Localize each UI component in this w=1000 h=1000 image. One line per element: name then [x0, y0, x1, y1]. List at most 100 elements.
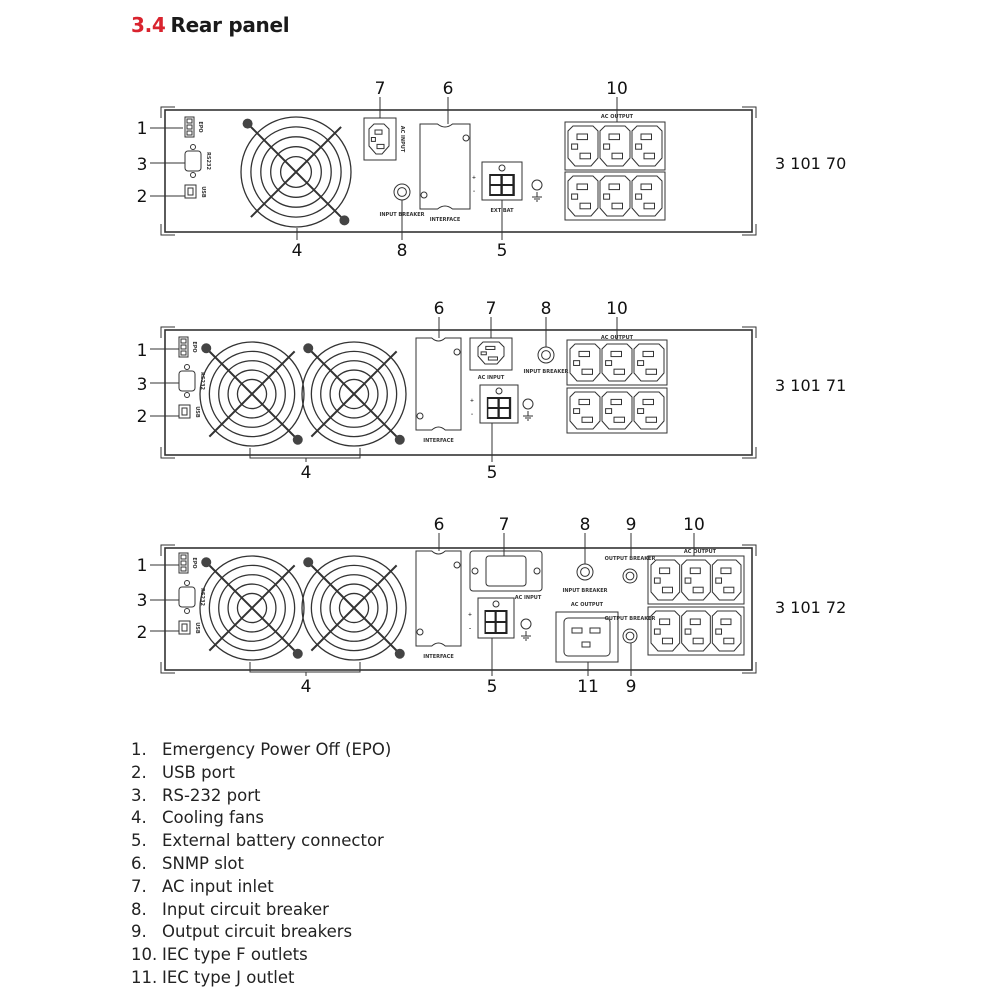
outlet-pin — [608, 133, 620, 141]
callout-number: 1 — [137, 341, 148, 361]
epo-connector — [184, 116, 195, 138]
outlet-pin — [480, 351, 487, 356]
fan-grill-ring — [310, 350, 398, 438]
breaker-housing — [537, 346, 555, 364]
fan-grill-ring — [208, 564, 296, 652]
iec-f-outlet — [681, 610, 711, 652]
cooling-fan — [199, 555, 305, 661]
model-number: 3 101 71 — [775, 376, 846, 395]
iec-j-outlet — [563, 617, 611, 657]
screw-icon — [184, 608, 190, 614]
output-breaker-label: OUTPUT BREAKER — [605, 556, 656, 562]
ac-input-label: AC INPUT — [478, 375, 505, 381]
screw-icon — [416, 628, 424, 636]
usb-label: USB — [200, 186, 206, 198]
outlet-pin — [611, 202, 623, 210]
cooling-fan — [240, 116, 352, 228]
iec-f-outlet-group — [564, 171, 666, 221]
legend-text: Input circuit breaker — [162, 899, 329, 919]
callout-number: 3 — [137, 591, 148, 611]
outlet-shape — [681, 610, 711, 652]
outlet-pin — [487, 356, 498, 361]
model-number: 3 101 70 — [775, 154, 846, 173]
panel-chassis — [160, 544, 757, 674]
breaker-button — [541, 350, 551, 360]
outlet-pin — [661, 637, 674, 645]
outlet-shape — [569, 343, 601, 382]
outlet-pin — [642, 398, 654, 406]
outlet-pin — [715, 577, 723, 584]
fan-grill-ring — [240, 116, 352, 228]
outlet-shape — [681, 559, 711, 601]
fan-grill-ring — [260, 136, 332, 208]
battery-connector-frame — [479, 384, 519, 424]
fan-grill-cross — [250, 126, 342, 218]
outlet-shape — [633, 343, 665, 382]
breaker-button — [625, 571, 635, 581]
outlet-shape — [567, 125, 599, 167]
legend-text: IEC type J outlet — [162, 967, 295, 987]
outlet-shape — [567, 175, 599, 217]
model-number: 3 101 72 — [775, 598, 846, 617]
outlet-group-frame — [566, 387, 668, 434]
epo-pin — [180, 338, 187, 344]
outlet-pin — [643, 202, 655, 210]
screw-icon — [292, 434, 303, 445]
outlet-pin — [715, 628, 723, 635]
interface-label: INTERFACE — [430, 217, 461, 223]
usb-socket — [181, 623, 188, 632]
callout-number: 8 — [397, 241, 408, 261]
outlet-pin — [635, 143, 643, 150]
outlet-pin — [374, 129, 383, 135]
outlet-shape — [633, 391, 665, 430]
screw-icon — [495, 387, 503, 395]
external-battery-connector: +- — [472, 161, 523, 201]
outlet-pin — [376, 143, 385, 150]
ground-screw-icon — [522, 398, 534, 410]
epo-label: EPO — [197, 121, 203, 132]
screw-icon — [462, 134, 470, 142]
iec-f-outlet — [631, 125, 663, 167]
callout-number: 5 — [487, 463, 498, 483]
fan-grill-ring — [199, 555, 305, 661]
minus-sign: - — [473, 188, 475, 194]
legend-text: Output circuit breakers — [162, 922, 353, 942]
legend-text: Emergency Power Off (EPO) — [162, 740, 392, 759]
callout-number: 2 — [137, 623, 148, 643]
outlet-shape — [569, 391, 601, 430]
iec-c20-inlet — [485, 555, 527, 587]
input-breaker-label: INPUT BREAKER — [523, 369, 568, 375]
ground-terminal — [520, 618, 532, 641]
usb-port — [178, 620, 191, 635]
outlet-group-frame — [564, 171, 666, 221]
outlet-pin — [643, 152, 655, 160]
outlet-pin — [571, 193, 579, 200]
breaker-button — [397, 187, 407, 197]
fan-grill-ring — [329, 369, 379, 419]
fan-grill-ring — [338, 378, 370, 410]
outlet-pin — [645, 416, 657, 423]
outlet-pin — [571, 627, 583, 634]
outlet-pin — [581, 416, 593, 423]
battery-terminal — [496, 612, 506, 621]
outlet-shape — [631, 125, 663, 167]
iec-f-outlet-group — [647, 606, 745, 656]
iec-f-outlet — [567, 175, 599, 217]
ground-terminal — [531, 179, 543, 202]
callout-number: 11 — [577, 677, 599, 697]
fan-grill-ring — [301, 341, 407, 447]
fan-grill-ring — [301, 555, 407, 661]
epo-pin — [180, 566, 187, 572]
input-breaker — [393, 183, 411, 201]
battery-connector-frame — [477, 597, 515, 639]
outlet-pin — [661, 586, 674, 594]
outlet-pin — [720, 567, 732, 575]
legend-number: 3. — [131, 785, 147, 805]
section-title: Rear panel — [170, 13, 290, 37]
snmp-slot: INTERFACE — [415, 550, 462, 660]
screw-icon — [339, 215, 350, 226]
outlet-shape — [477, 341, 505, 365]
callout-line — [249, 448, 361, 459]
input-breaker — [576, 563, 594, 581]
